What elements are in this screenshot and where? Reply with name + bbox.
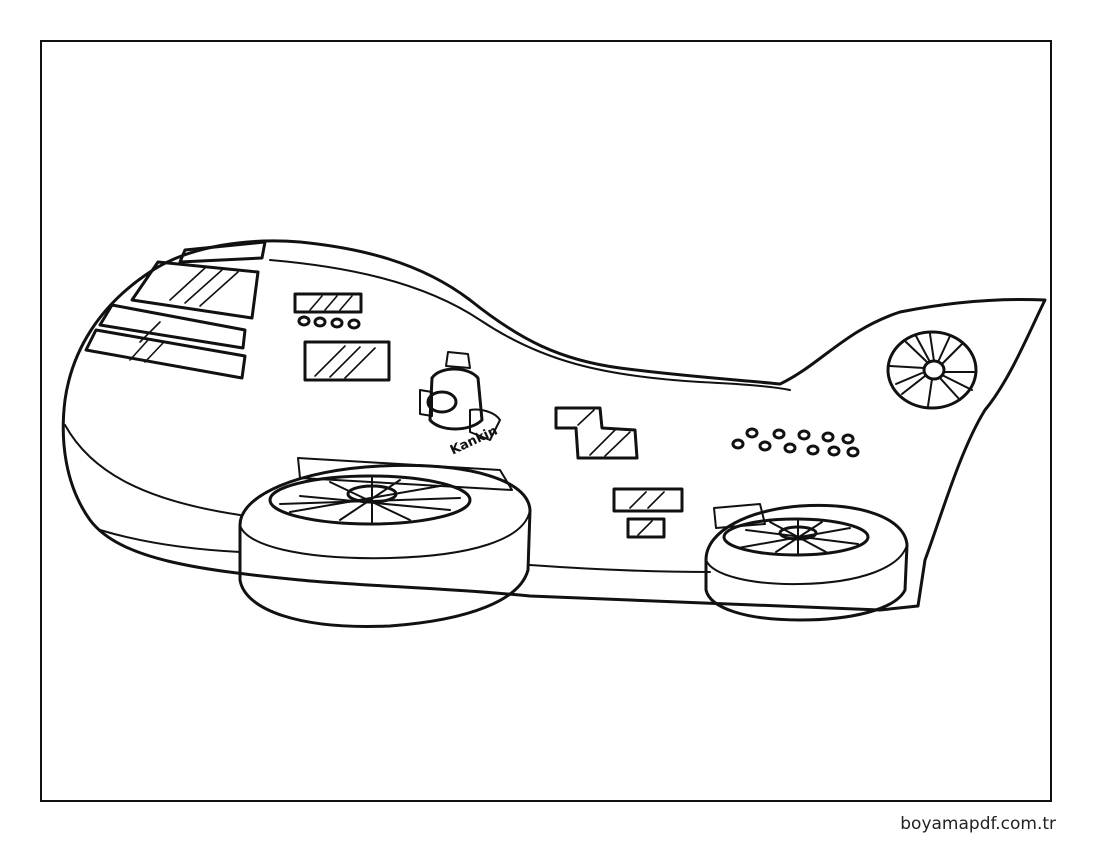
rear-wheel-fan-icon xyxy=(704,503,909,622)
front-window xyxy=(130,260,260,320)
character-decal: Kankin xyxy=(419,351,501,458)
car-body-stripe xyxy=(64,424,241,516)
front-wheel-fan-icon xyxy=(238,457,532,628)
drawing-frame xyxy=(40,40,1052,802)
panel-left xyxy=(303,340,391,382)
car-body-upper-curve xyxy=(269,259,791,391)
side-window-2 xyxy=(84,328,247,380)
panel-stepped xyxy=(554,406,639,460)
panel-small-top xyxy=(293,292,363,314)
indicator-lights-rear xyxy=(731,427,860,458)
side-window-1 xyxy=(98,303,247,350)
panel-center-small xyxy=(626,517,666,539)
rear-fan-icon xyxy=(886,330,978,410)
car-body-stripe-lower xyxy=(99,529,241,553)
front-window-top xyxy=(178,240,267,264)
indicator-lights-top xyxy=(297,315,361,330)
panel-center-wide xyxy=(612,487,684,513)
car-body-bottom-line xyxy=(529,564,711,573)
site-watermark: boyamapdf.com.tr xyxy=(900,814,1056,834)
